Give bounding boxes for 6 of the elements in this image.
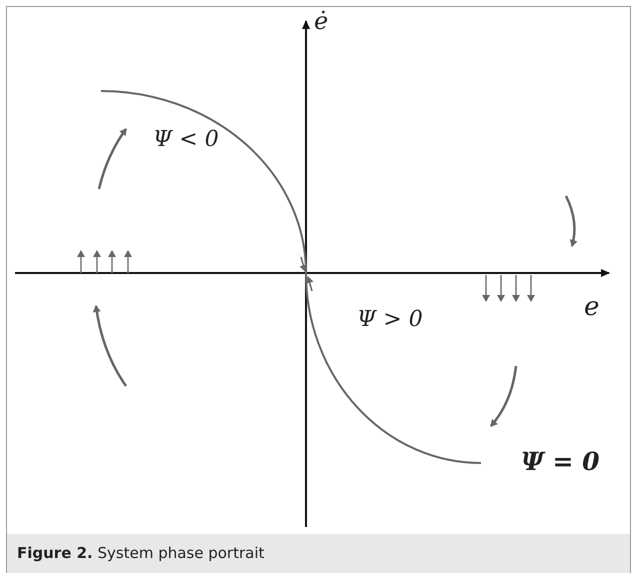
axis-label: ė bbox=[314, 7, 328, 35]
axis-label: e bbox=[584, 292, 600, 322]
region-label: Ψ < 0 bbox=[153, 127, 219, 152]
curve-label: Ψ = 0 bbox=[521, 447, 600, 476]
region-label: Ψ > 0 bbox=[357, 307, 423, 332]
figure-caption: Figure 2. System phase portrait bbox=[7, 534, 630, 573]
